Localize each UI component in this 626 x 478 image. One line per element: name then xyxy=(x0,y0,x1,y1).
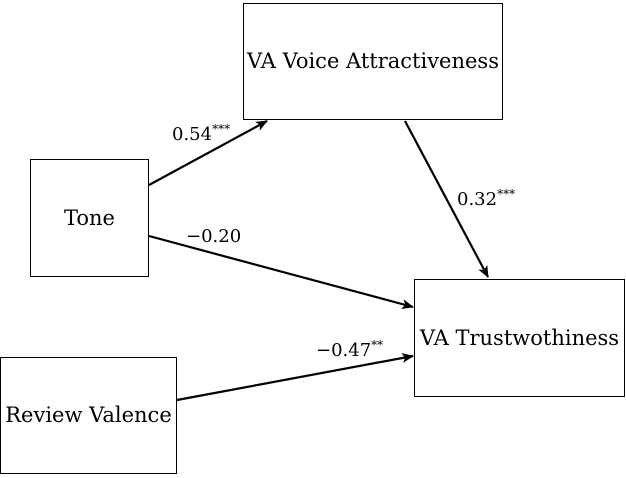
node-tone: Tone xyxy=(30,159,149,277)
coef-significance: ** xyxy=(371,338,384,352)
coef-tone-to-trust: −0.20 xyxy=(186,228,241,246)
node-review-valence: Review Valence xyxy=(0,357,177,474)
node-va-voice-attractiveness-label: VA Voice Attractiveness xyxy=(247,49,499,74)
arrow-tone-to-attractiveness xyxy=(148,120,268,186)
coef-significance: *** xyxy=(497,187,516,201)
arrow-review-to-trust xyxy=(176,353,414,402)
coef-significance: *** xyxy=(212,122,231,136)
coef-tone-to-attractiveness: 0.54*** xyxy=(172,123,230,145)
arrow-attractiveness-to-trust xyxy=(404,120,489,278)
node-va-trustworthiness-label: VA Trustwothiness xyxy=(419,325,620,350)
node-review-valence-label: Review Valence xyxy=(5,403,172,428)
node-va-voice-attractiveness: VA Voice Attractiveness xyxy=(243,3,503,120)
coef-attractiveness-to-trust: 0.32*** xyxy=(457,188,515,210)
coef-value: 0.54 xyxy=(172,124,213,145)
coef-review-to-trust: −0.47** xyxy=(316,339,383,361)
node-va-trustworthiness: VA Trustwothiness xyxy=(414,279,625,397)
coef-value: −0.47 xyxy=(316,340,372,361)
coef-value: 0.32 xyxy=(457,189,498,210)
coef-value: −0.20 xyxy=(186,226,242,247)
arrow-tone-to-trust xyxy=(148,234,414,309)
node-tone-label: Tone xyxy=(64,205,115,230)
